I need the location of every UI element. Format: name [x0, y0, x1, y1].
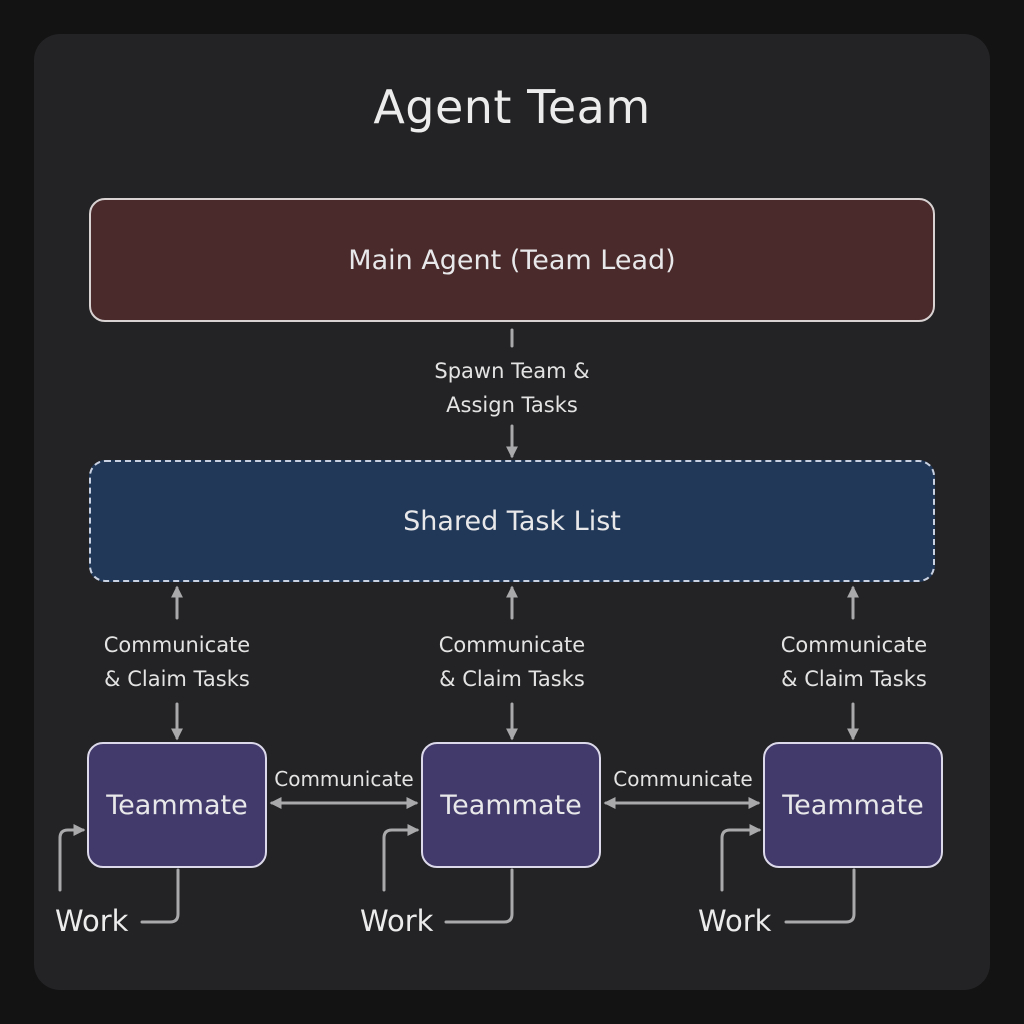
teammate-label: Teammate: [106, 789, 248, 821]
work-label-2: Work: [360, 904, 434, 938]
claim-label-line-2: & Claim Tasks: [104, 667, 250, 691]
work-label-1: Work: [55, 904, 129, 938]
peer-communicate-label-2: Communicate: [613, 767, 753, 791]
claim-label-line-1: Communicate: [780, 633, 928, 657]
work-loop-out-3: [784, 868, 856, 924]
diagram-title: Agent Team: [373, 80, 651, 134]
teammate-label: Teammate: [440, 789, 582, 821]
work-loop-in-2: [382, 824, 420, 892]
teammate-box-2: Teammate: [421, 742, 601, 868]
team-lead-label: Main Agent (Team Lead): [348, 244, 676, 276]
teammate-box-3: Teammate: [763, 742, 943, 868]
work-loop-out-2: [444, 868, 514, 924]
claim-label-1: Communicate & Claim Tasks: [77, 628, 277, 696]
work-loop-in-1: [58, 824, 86, 892]
claim-label-line-1: Communicate: [103, 633, 251, 657]
work-loop-in-3: [720, 824, 762, 892]
spawn-label-line-1: Spawn Team &: [434, 359, 590, 383]
spawn-label-line-2: Assign Tasks: [446, 393, 578, 417]
shared-task-list-label: Shared Task List: [403, 505, 621, 537]
claim-label-line-2: & Claim Tasks: [781, 667, 927, 691]
claim-label-line-2: & Claim Tasks: [439, 667, 585, 691]
shared-task-list-box: Shared Task List: [89, 460, 935, 582]
peer-communicate-label-1: Communicate: [274, 767, 414, 791]
teammate-box-1: Teammate: [87, 742, 267, 868]
work-label-3: Work: [698, 904, 772, 938]
claim-label-3: Communicate & Claim Tasks: [754, 628, 954, 696]
claim-label-line-1: Communicate: [438, 633, 586, 657]
work-loop-out-1: [140, 868, 180, 924]
spawn-label: Spawn Team & Assign Tasks: [412, 354, 612, 422]
teammate-label: Teammate: [782, 789, 924, 821]
team-lead-box: Main Agent (Team Lead): [89, 198, 935, 322]
claim-label-2: Communicate & Claim Tasks: [412, 628, 612, 696]
